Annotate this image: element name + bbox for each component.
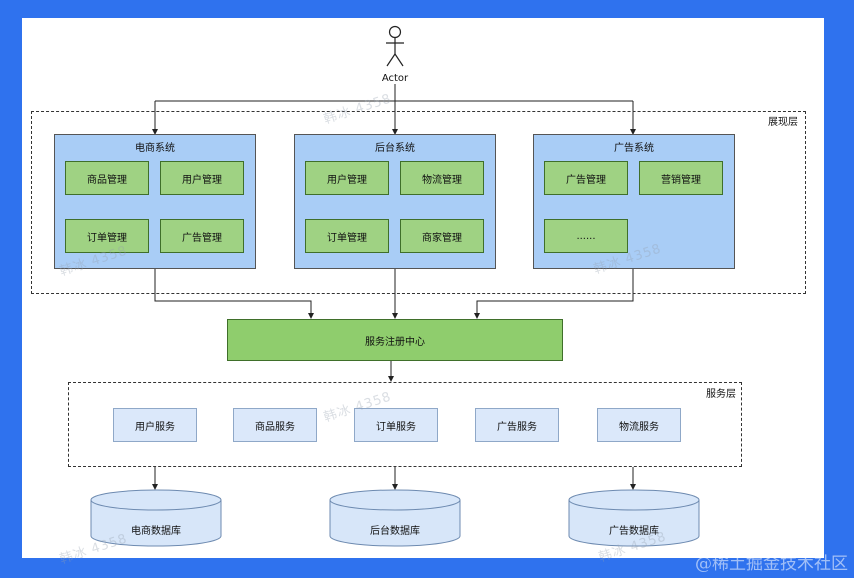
- service-box: 订单服务: [354, 408, 438, 442]
- service-box: 商品服务: [233, 408, 317, 442]
- database-cylinders: [90, 489, 700, 547]
- system-ads: 广告系统 广告管理 营销管理 ......: [533, 134, 735, 269]
- presentation-layer-label: 展现层: [768, 117, 798, 128]
- module: 营销管理: [639, 161, 723, 195]
- system-title: 广告系统: [614, 143, 654, 154]
- connectors: [90, 25, 700, 547]
- module: ......: [544, 219, 628, 253]
- module: 用户管理: [160, 161, 244, 195]
- diagram-canvas: Actor 展现层 电商系统 商品管理 用户管理 订单管理 广告管理 后台系统 …: [22, 18, 824, 567]
- module: 商品管理: [65, 161, 149, 195]
- services-to-databases: [152, 467, 636, 490]
- database-cylinder-2: [329, 489, 461, 547]
- module: 广告管理: [544, 161, 628, 195]
- service-layer: [68, 382, 742, 467]
- service-box: 用户服务: [113, 408, 197, 442]
- service-registry: 服务注册中心: [227, 319, 563, 361]
- module: 广告管理: [160, 219, 244, 253]
- presentation-layer: [31, 111, 806, 294]
- system-title: 后台系统: [375, 143, 415, 154]
- module: 订单管理: [305, 219, 389, 253]
- database-label: 电商数据库: [131, 526, 181, 537]
- service-layer-label: 服务层: [706, 389, 736, 400]
- database-cylinder-3: [568, 489, 700, 547]
- module: 物流管理: [400, 161, 484, 195]
- actor-connector: [152, 84, 636, 135]
- module: 用户管理: [305, 161, 389, 195]
- database-label: 广告数据库: [609, 526, 659, 537]
- service-box: 广告服务: [475, 408, 559, 442]
- module: 订单管理: [65, 219, 149, 253]
- actor-label: Actor: [381, 73, 409, 84]
- service-box: 物流服务: [597, 408, 681, 442]
- actor-figure: [386, 25, 404, 67]
- database-cylinder-1: [90, 489, 222, 547]
- module: 商家管理: [400, 219, 484, 253]
- footer-watermark: @稀土掘金技术社区: [695, 554, 848, 574]
- system-backend: 后台系统 用户管理 物流管理 订单管理 商家管理: [294, 134, 496, 269]
- database-label: 后台数据库: [370, 526, 420, 537]
- system-ecommerce: 电商系统 商品管理 用户管理 订单管理 广告管理: [54, 134, 256, 269]
- system-title: 电商系统: [135, 143, 175, 154]
